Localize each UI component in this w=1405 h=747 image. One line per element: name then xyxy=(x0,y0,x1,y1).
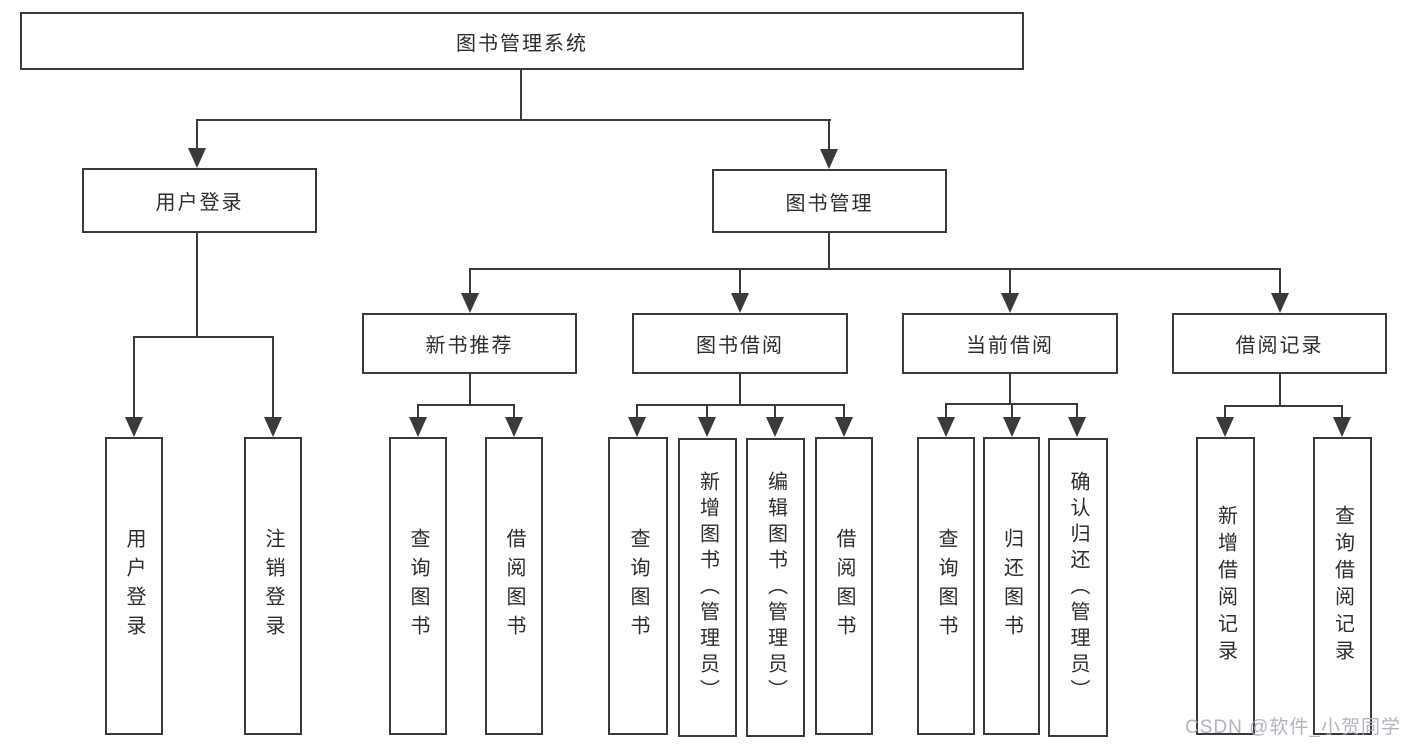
node-label: 借阅图书 xyxy=(503,528,525,644)
node-label: 用户登录 xyxy=(123,528,145,644)
leaf-return-books: 归还图书 xyxy=(983,437,1040,735)
csdn-watermark: CSDN @软件_小贺同学 xyxy=(1185,717,1401,738)
arrow-down-icon xyxy=(698,417,716,437)
connector-line xyxy=(513,404,515,419)
connector-line xyxy=(417,404,515,406)
node-label: 新增图书（管理员） xyxy=(696,470,719,705)
connector-line xyxy=(469,268,1281,270)
connector-line xyxy=(739,374,741,405)
connector-line xyxy=(1076,403,1078,419)
arrow-down-icon xyxy=(835,417,853,437)
arrow-down-icon xyxy=(1003,417,1021,437)
connector-line xyxy=(1009,374,1011,404)
node-label: 确认归还（管理员） xyxy=(1067,470,1089,705)
connector-line xyxy=(706,404,708,419)
node-label: 新增借阅记录 xyxy=(1214,505,1237,667)
node-user-login: 用户登录 xyxy=(82,168,317,233)
node-label: 借阅记录 xyxy=(1235,335,1324,357)
connector-line xyxy=(1009,268,1011,295)
leaf-logout: 注销登录 xyxy=(244,437,302,735)
leaf-add-books-admin: 新增图书（管理员） xyxy=(678,438,737,737)
connector-line xyxy=(196,119,198,151)
node-new-book-recommend: 新书推荐 xyxy=(362,313,577,374)
connector-line xyxy=(1341,405,1343,419)
arrow-down-icon xyxy=(731,293,749,313)
connector-line xyxy=(469,268,471,295)
connector-line xyxy=(636,404,638,419)
leaf-query-borrow-record: 查询借阅记录 xyxy=(1313,437,1372,735)
arrow-down-icon xyxy=(125,417,143,437)
leaf-query-books-recommend: 查询图书 xyxy=(389,437,447,735)
arrow-down-icon xyxy=(1001,293,1019,313)
node-label: 编辑图书（管理员） xyxy=(764,470,787,705)
node-book-management: 图书管理 xyxy=(712,169,947,233)
arrow-down-icon xyxy=(409,417,427,437)
connector-line xyxy=(945,403,947,419)
connector-line xyxy=(1011,403,1013,419)
connector-line xyxy=(196,233,198,337)
connector-line xyxy=(636,404,845,406)
connector-line xyxy=(272,336,274,419)
connector-line xyxy=(133,336,135,419)
leaf-borrow-books-borrowing: 借阅图书 xyxy=(815,437,873,735)
arrow-down-icon xyxy=(1333,417,1351,437)
arrow-down-icon xyxy=(1068,417,1086,437)
node-label: 图书借阅 xyxy=(696,335,784,357)
node-label: 注销登录 xyxy=(262,528,284,644)
arrow-down-icon xyxy=(820,149,838,169)
leaf-borrow-books-recommend: 借阅图书 xyxy=(485,437,543,735)
connector-line xyxy=(196,119,831,121)
node-label: 当前借阅 xyxy=(966,335,1054,357)
connector-line xyxy=(774,404,776,419)
connector-line xyxy=(1224,405,1343,407)
connector-line xyxy=(1279,268,1281,295)
arrow-down-icon xyxy=(1216,417,1234,437)
node-label: 图书管理系统 xyxy=(456,32,588,55)
node-borrow-records: 借阅记录 xyxy=(1172,313,1387,374)
node-label: 归还图书 xyxy=(1000,528,1023,644)
arrow-down-icon xyxy=(1271,293,1289,313)
node-label: 查询图书 xyxy=(407,528,429,644)
arrow-down-icon xyxy=(937,417,955,437)
arrow-down-icon xyxy=(188,148,206,168)
leaf-query-books-borrowing: 查询图书 xyxy=(608,437,668,735)
node-label: 查询图书 xyxy=(627,528,649,644)
node-book-borrowing: 图书借阅 xyxy=(632,313,848,374)
node-library-system-root: 图书管理系统 xyxy=(20,12,1024,70)
connector-line xyxy=(133,336,274,338)
node-label: 查询借阅记录 xyxy=(1331,505,1354,667)
connector-line xyxy=(520,70,522,120)
connector-line xyxy=(1279,374,1281,406)
arrow-down-icon xyxy=(766,417,784,437)
connector-line xyxy=(828,119,830,151)
leaf-edit-books-admin: 编辑图书（管理员） xyxy=(746,438,805,737)
leaf-confirm-return-admin: 确认归还（管理员） xyxy=(1048,438,1108,737)
node-label: 借阅图书 xyxy=(833,528,855,644)
node-current-borrowing: 当前借阅 xyxy=(902,313,1118,374)
node-label: 查询图书 xyxy=(935,528,957,644)
connector-line xyxy=(417,404,419,419)
connector-line xyxy=(1224,405,1226,419)
node-label: 用户登录 xyxy=(155,192,244,214)
connector-line xyxy=(469,374,471,405)
arrow-down-icon xyxy=(264,417,282,437)
node-label: 图书管理 xyxy=(785,192,874,215)
node-label: 新书推荐 xyxy=(425,335,514,357)
leaf-query-books-current: 查询图书 xyxy=(917,437,975,735)
connector-line xyxy=(828,233,830,269)
arrow-down-icon xyxy=(628,417,646,437)
arrow-down-icon xyxy=(461,293,479,313)
arrow-down-icon xyxy=(505,417,523,437)
connector-line xyxy=(739,268,741,295)
connector-line xyxy=(843,404,845,419)
leaf-user-login: 用户登录 xyxy=(105,437,163,735)
leaf-add-borrow-record: 新增借阅记录 xyxy=(1196,437,1255,735)
